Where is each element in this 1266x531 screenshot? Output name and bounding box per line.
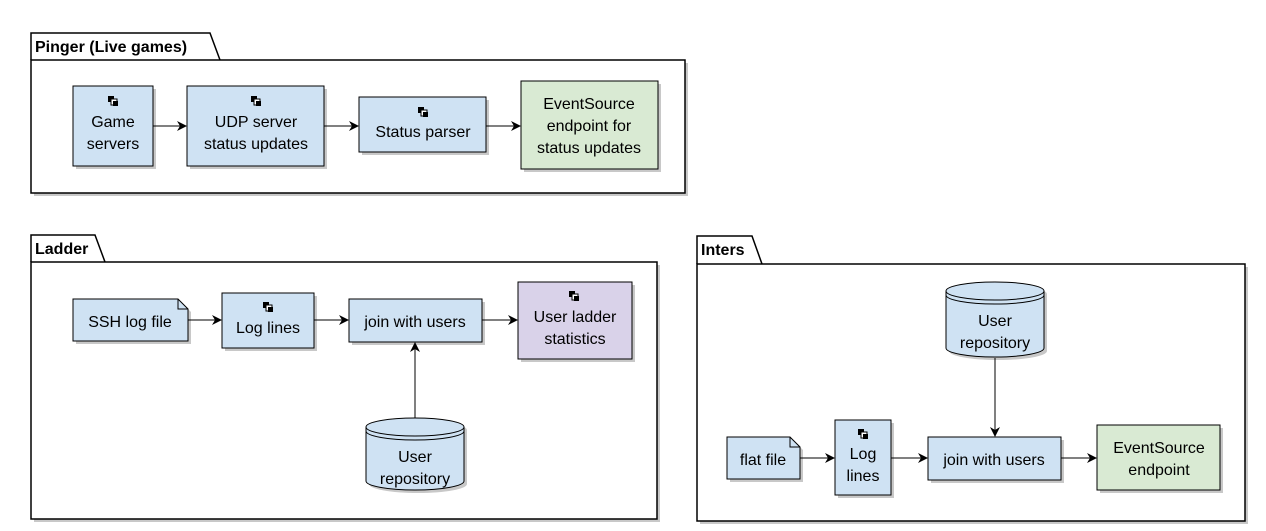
node-label: flat file xyxy=(740,452,786,469)
node-label: Status parser xyxy=(375,124,471,141)
node-label: repository xyxy=(380,471,450,488)
node-ssh-log-file: SSH log file xyxy=(72,298,191,344)
node-label: User xyxy=(978,313,1012,330)
node-game-servers: Game servers xyxy=(72,85,156,169)
node-label: join with users xyxy=(363,314,465,331)
node-label: EventSource xyxy=(1113,440,1205,457)
node-label: User ladder xyxy=(534,309,617,326)
node-label: servers xyxy=(87,136,139,153)
node-eventsource-status: EventSource endpoint for status updates xyxy=(520,80,661,172)
package-title: Pinger (Live games) xyxy=(35,39,187,56)
node-label: endpoint for xyxy=(547,118,632,135)
node-label: EventSource xyxy=(543,96,635,113)
node-label: statistics xyxy=(544,331,605,348)
node-label: Log xyxy=(850,446,877,463)
node-udp-server: UDP server status updates xyxy=(186,85,327,169)
node-user-repository-inters: User repository xyxy=(945,281,1047,360)
node-join-with-users-inters: join with users xyxy=(927,436,1064,483)
package-title: Inters xyxy=(701,242,745,259)
node-log-lines: Log lines xyxy=(221,292,317,351)
node-label: lines xyxy=(847,468,880,485)
node-label: SSH log file xyxy=(88,314,172,331)
node-label: status updates xyxy=(537,140,641,157)
node-label: Game xyxy=(91,114,135,131)
node-label: endpoint xyxy=(1128,462,1190,479)
node-log-lines-inters: Log lines xyxy=(834,419,894,498)
node-eventsource-endpoint: EventSource endpoint xyxy=(1096,424,1223,493)
node-user-ladder-statistics: User ladder statistics xyxy=(517,281,635,362)
node-flat-file: flat file xyxy=(726,436,803,482)
node-user-repository-ladder: User repository xyxy=(365,417,467,493)
node-label: repository xyxy=(960,335,1030,352)
package-ladder: Ladder xyxy=(30,234,660,522)
node-join-with-users: join with users xyxy=(348,298,485,345)
node-label: UDP server xyxy=(215,114,298,131)
node-label: join with users xyxy=(942,452,1044,469)
node-label: Log lines xyxy=(236,320,300,337)
node-label: User xyxy=(398,449,432,466)
node-label: status updates xyxy=(204,136,308,153)
package-title: Ladder xyxy=(35,241,88,258)
node-status-parser: Status parser xyxy=(358,96,489,155)
